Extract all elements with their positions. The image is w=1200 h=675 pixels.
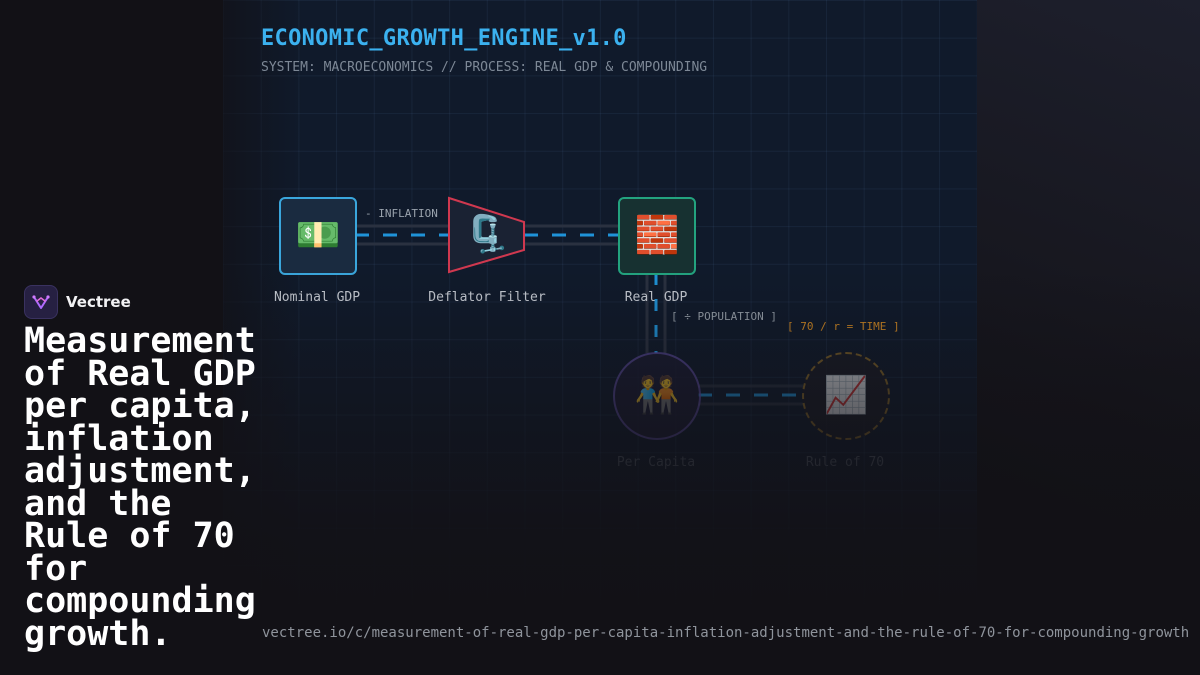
node-label-real: Real GDP <box>624 290 688 305</box>
edge-real-percap <box>645 273 667 353</box>
clamp-icon[interactable]: 🗜️ <box>464 214 510 255</box>
edge-label-population: [ ÷ POPULATION ] <box>671 310 777 323</box>
vectree-logo-icon <box>24 285 58 319</box>
brand-name: Vectree <box>66 293 131 311</box>
headline: Measurement of Real GDP per capita, infl… <box>24 321 256 654</box>
page-url[interactable]: vectree.io/c/measurement-of-real-gdp-per… <box>262 625 1190 641</box>
chart-up-icon[interactable]: 📈 <box>802 352 890 440</box>
edge-label-inflation: - INFLATION <box>365 207 438 220</box>
bricks-icon[interactable]: 🧱 <box>618 197 696 275</box>
node-label-rule70: Rule of 70 <box>805 455 885 470</box>
node-label-percap: Per Capita <box>616 455 696 470</box>
edge-nominal-deflator <box>355 224 450 246</box>
people-icon[interactable]: 🧑‍🤝‍🧑 <box>613 352 701 440</box>
edge-label-rule70: [ 70 / r = TIME ] <box>787 320 900 333</box>
money-icon[interactable]: 💵 <box>279 197 357 275</box>
brand: Vectree <box>24 285 131 319</box>
edge-deflator-real <box>524 224 619 246</box>
node-label-nominal: Nominal GDP <box>273 290 361 305</box>
edge-percap-rule70 <box>698 384 803 406</box>
node-label-deflator: Deflator Filter <box>428 290 546 305</box>
